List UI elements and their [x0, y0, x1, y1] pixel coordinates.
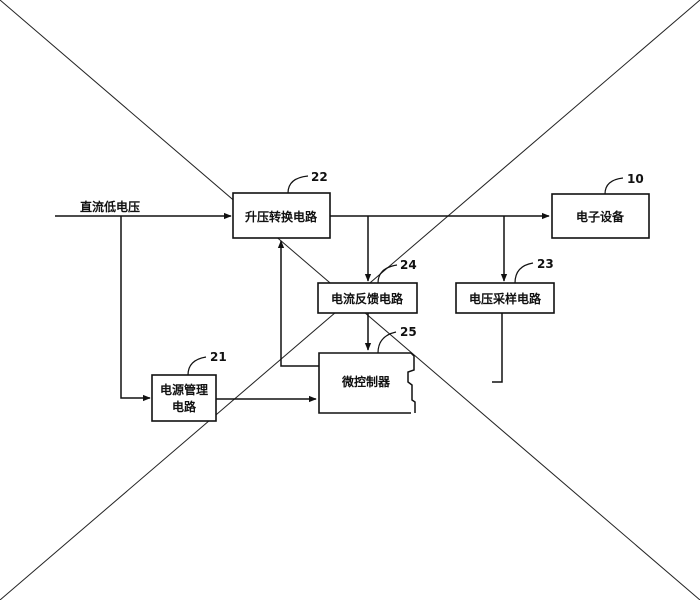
voltage-sampling-label: 电压采样电路	[469, 291, 542, 306]
boost-converter-label: 升压转换电路	[245, 209, 318, 224]
leader-voltage-sampling	[514, 262, 534, 284]
block-boost-converter: 升压转换电路	[232, 192, 331, 239]
leader-boost-converter	[287, 175, 309, 194]
microcontroller-ref: 25	[400, 325, 417, 339]
electronic-device-ref: 10	[627, 172, 644, 186]
current-feedback-ref: 24	[400, 258, 417, 272]
power-management-label-line2: 电路	[172, 399, 197, 414]
block-current-feedback: 电流反馈电路	[317, 282, 418, 314]
leader-microcontroller	[377, 331, 397, 354]
leader-current-feedback	[377, 264, 398, 284]
voltage-sampling-ref: 23	[537, 257, 554, 271]
microcontroller-label: 微控制器	[341, 374, 391, 389]
boost-converter-ref: 22	[311, 170, 328, 184]
power-management-label-line1: 电源管理	[160, 382, 208, 397]
leader-power-management	[187, 356, 207, 376]
leader-electronic-device	[604, 177, 624, 195]
wire-mcu-to-boost	[277, 240, 319, 367]
block-microcontroller: 微控制器	[318, 352, 416, 414]
wire-input-to-power-mgmt	[120, 216, 151, 402]
block-power-management: 电源管理 电路	[151, 374, 217, 422]
input-label: 直流低电压	[80, 199, 140, 214]
block-electronic-device: 电子设备	[551, 193, 650, 239]
power-management-ref: 21	[210, 350, 227, 364]
electronic-device-label: 电子设备	[576, 209, 625, 224]
wire-voltage-sampling-out	[492, 313, 503, 383]
current-feedback-label: 电流反馈电路	[331, 291, 404, 306]
block-voltage-sampling: 电压采样电路	[455, 282, 555, 314]
